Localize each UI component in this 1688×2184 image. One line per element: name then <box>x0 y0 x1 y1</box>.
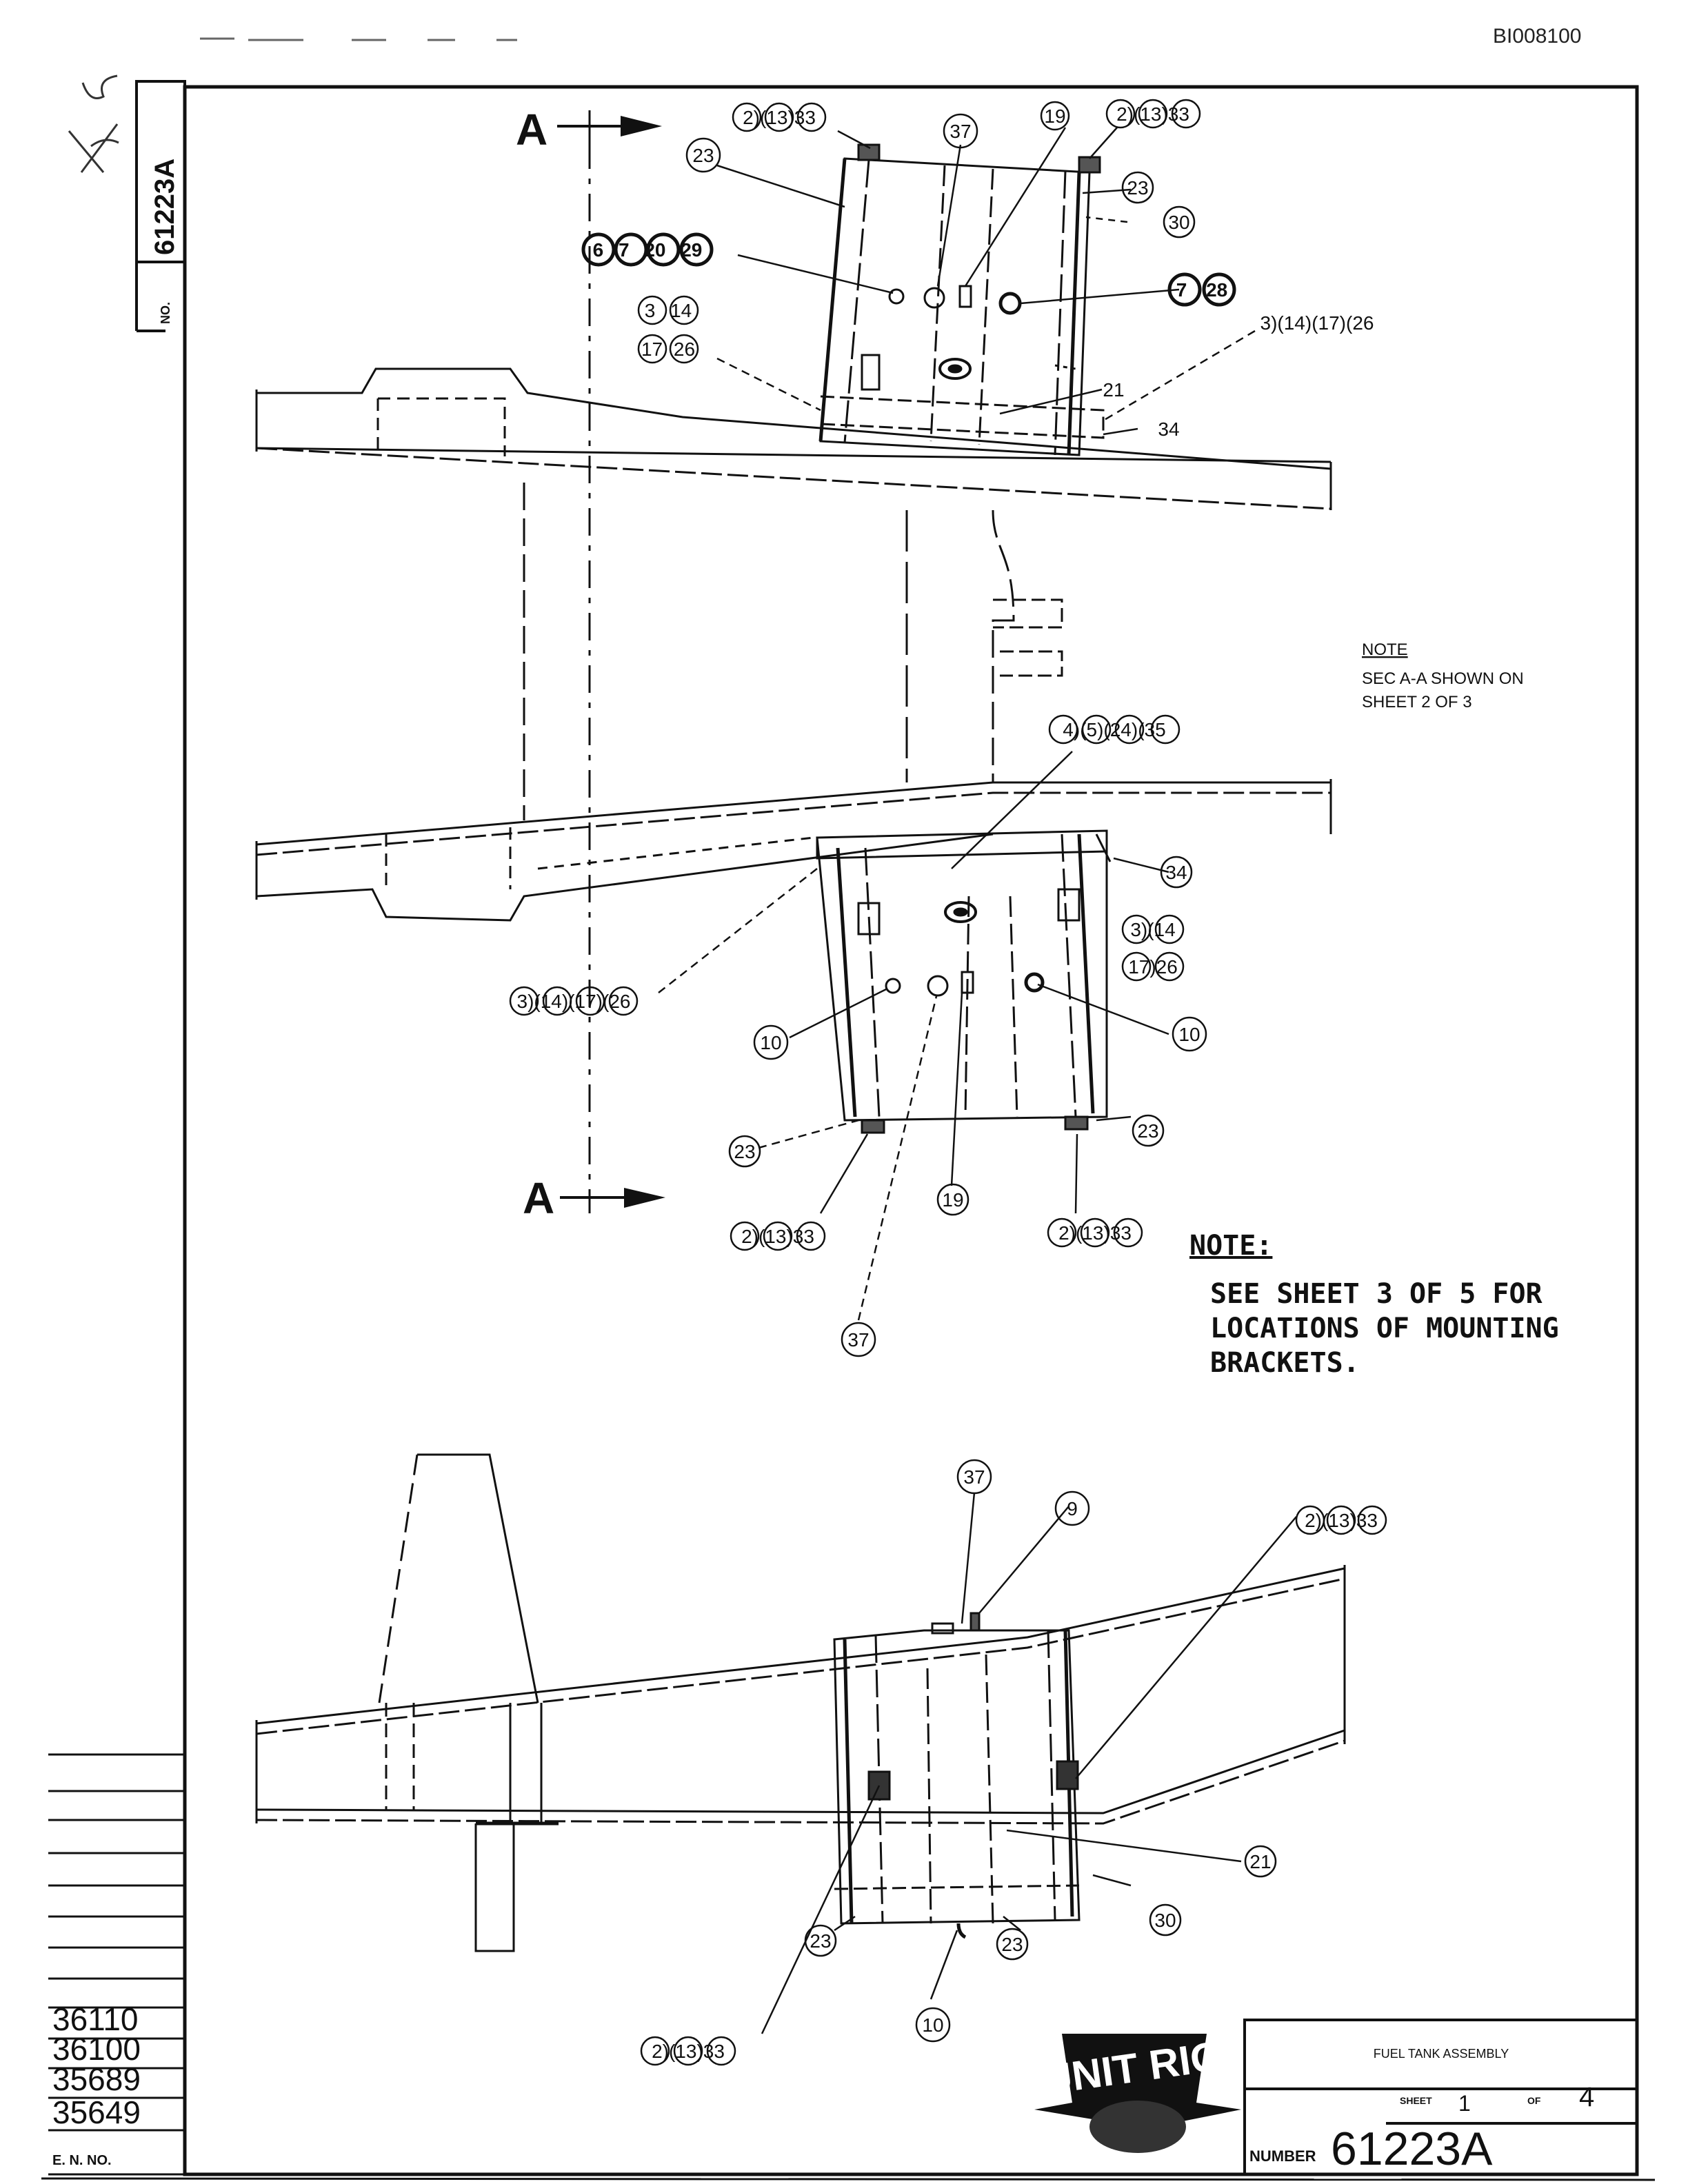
unit-rig-logo: UNIT RIG <box>1034 2032 1241 2153</box>
callout-2-13-33-top-right: 2)(13)33 <box>1116 103 1189 125</box>
side-number-label: NO. <box>159 302 172 324</box>
note2-line1: SEE SHEET 3 OF 5 FOR <box>1210 1278 1543 1310</box>
document-code: BI008100 <box>1493 25 1582 48</box>
revision-number: 36100 <box>52 2031 141 2067</box>
callout-bubbles <box>509 99 1387 2066</box>
callout-34-mid: 34 <box>1165 862 1187 883</box>
callout-37-bottom: 37 <box>847 1329 869 1351</box>
callout-23-top-right: 23 <box>1127 177 1148 199</box>
sheet-total: 4 <box>1579 2082 1594 2112</box>
sheet-number: 1 <box>1458 2091 1471 2116</box>
callout-21-side: 21 <box>1249 1851 1271 1872</box>
callout-21-top: 21 <box>1103 379 1124 401</box>
callout-19-bottom: 19 <box>942 1189 963 1211</box>
callout-10-right: 10 <box>1178 1024 1200 1045</box>
callout-4-5-24-35: 4)(5)(24)(35 <box>1063 719 1165 740</box>
fuel-tank-side-view <box>833 1612 1081 1939</box>
frame-rail-top <box>255 367 1332 820</box>
callout-10-left: 10 <box>760 1032 781 1053</box>
callout-2-13-33-side-bottom: 2)(13)33 <box>652 2041 725 2062</box>
callout-37-side: 37 <box>963 1466 985 1488</box>
section-arrow-top: A <box>516 105 662 154</box>
fuel-tank-top-view-upper <box>818 143 1105 456</box>
note2-title: NOTE: <box>1189 1230 1272 1262</box>
revision-block: 36110 36100 35689 35649 E. N. NO. <box>48 1753 185 2176</box>
callout-37-top: 37 <box>950 121 971 142</box>
callout-23-bottom-left: 23 <box>734 1141 755 1162</box>
callout-34-top: 34 <box>1158 418 1179 440</box>
frame-side-view <box>255 1453 1346 1952</box>
note1-line2: SHEET 2 OF 3 <box>1362 693 1472 711</box>
callout-3-14-mid-right: 3)(14 <box>1130 919 1175 940</box>
callout-2-13-33-bottom-right: 2)(13)33 <box>1058 1222 1132 1244</box>
callout-30-top: 30 <box>1168 212 1189 233</box>
callout-2-13-33-top-left: 2)(13)33 <box>743 107 816 128</box>
note1-title: NOTE <box>1362 640 1408 659</box>
revision-number: 36110 <box>52 2001 139 2037</box>
callout-3-14: 3 14 <box>645 300 692 321</box>
leader-lines <box>658 127 1297 2034</box>
title-block: FUEL TANK ASSEMBLY SHEET 1 OF 4 NUMBER 6… <box>1243 2019 1638 2176</box>
frame-rail-lower <box>255 779 1332 922</box>
callout-labels: 2)(13)33 2)(13)33 37 19 23 23 30 6 7 20 … <box>517 103 1378 2062</box>
section-marker-top: A <box>516 105 547 154</box>
section-marker-bottom: A <box>523 1173 554 1223</box>
fuel-tank-top-view-lower <box>816 829 1112 1134</box>
callout-30-side: 30 <box>1154 1910 1176 1931</box>
section-arrow-bottom: A <box>523 1173 665 1223</box>
callout-19-top: 19 <box>1044 105 1065 127</box>
approval-mark <box>68 74 119 173</box>
callout-7-28: 7 28 <box>1176 279 1228 301</box>
revision-number: 35649 <box>52 2094 141 2130</box>
callout-23-bottom-right: 23 <box>1137 1120 1158 1142</box>
callout-10-side: 10 <box>922 2014 943 2036</box>
callout-9-side: 9 <box>1067 1498 1078 1519</box>
sheet-label: SHEET <box>1400 2095 1432 2106</box>
callout-23-side-left: 23 <box>810 1930 831 1952</box>
frame-bottom-edge <box>41 2177 1656 2181</box>
callout-23-side-right: 23 <box>1001 1934 1023 1955</box>
revision-number: 35689 <box>52 2061 141 2097</box>
number-label: NUMBER <box>1249 2147 1316 2165</box>
callout-23-top-left: 23 <box>692 145 714 166</box>
note2-line3: BRACKETS. <box>1210 1347 1360 1379</box>
callout-17-26-mid-right: 17)26 <box>1128 956 1178 978</box>
note2-line2: LOCATIONS OF MOUNTING <box>1210 1313 1559 1344</box>
callout-17-26: 17 26 <box>641 338 695 360</box>
callout-3-14-17-26-mid-left: 3)(14)(17)(26 <box>517 991 631 1012</box>
callout-2-13-33-bottom-left: 2)(13)33 <box>741 1226 814 1247</box>
callout-2-13-33-side-top: 2)(13)33 <box>1305 1510 1378 1531</box>
side-number: 61223A <box>150 159 180 255</box>
note1-line1: SEC A-A SHOWN ON <box>1362 669 1524 688</box>
callout-3-14-17-26-right: 3)(14)(17)(26 <box>1260 312 1374 334</box>
callout-6-7-20-29: 6 7 20 29 <box>593 239 703 261</box>
scan-artifacts <box>200 37 517 41</box>
note-mounting-brackets: NOTE: SEE SHEET 3 OF 5 FOR LOCATIONS OF … <box>1189 1230 1559 1379</box>
drawing-frame <box>135 80 1639 2176</box>
note-section-a-a: NOTE SEC A-A SHOWN ON SHEET 2 OF 3 <box>1362 640 1524 711</box>
drawing-title: FUEL TANK ASSEMBLY <box>1374 2047 1509 2061</box>
revision-label: E. N. NO. <box>52 2153 112 2168</box>
of-label: OF <box>1527 2095 1541 2106</box>
drawing-number: 61223A <box>1331 2123 1493 2175</box>
